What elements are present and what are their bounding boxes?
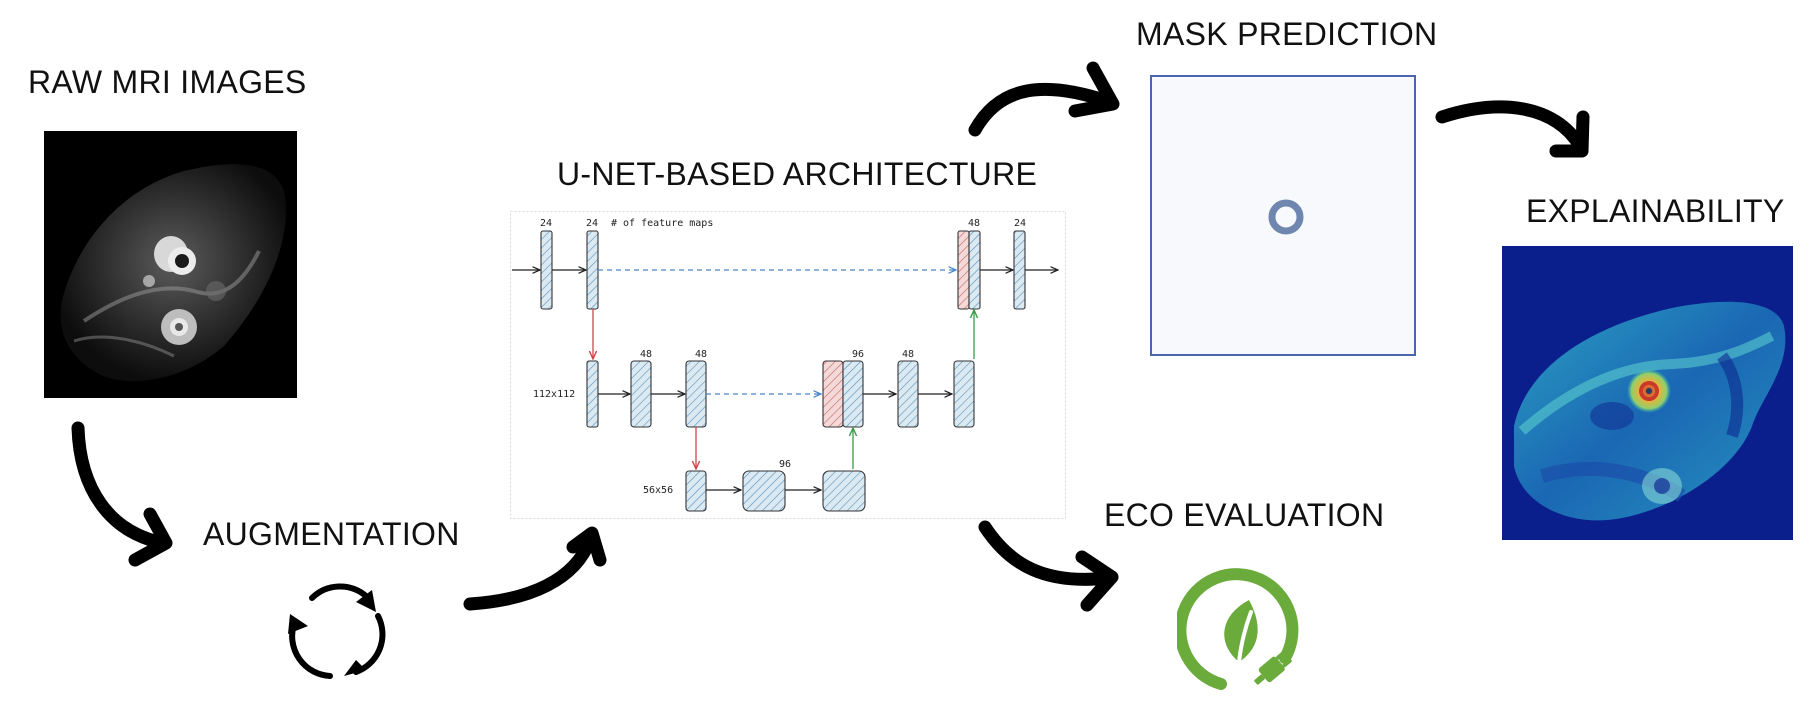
unet-res-56: 56x56 <box>643 485 673 496</box>
unet-diagram: 24 24 # of feature maps 48 24 112x112 48… <box>510 211 1066 519</box>
unet-label-48-mid-a: 48 <box>640 349 652 360</box>
mask-prediction-image <box>1150 75 1416 356</box>
unet-label-48-top: 48 <box>968 218 980 229</box>
cycle-arrows-icon <box>288 583 386 679</box>
raw-mri-title: RAW MRI IMAGES <box>28 64 307 100</box>
unet-label-24-top: 24 <box>1014 218 1026 229</box>
eco-evaluation-title: ECO EVALUATION <box>1104 497 1385 533</box>
explainability-title: EXPLAINABILITY <box>1526 193 1785 229</box>
unet-label-96-mid: 96 <box>852 349 864 360</box>
leaf-plug-icon <box>1177 568 1299 690</box>
raw-mri-image <box>44 131 297 398</box>
architecture-title: U-NET-BASED ARCHITECTURE <box>557 156 1038 192</box>
unet-label-24b: 24 <box>586 218 598 229</box>
augmentation-title: AUGMENTATION <box>203 516 460 552</box>
arrow-raw-to-aug <box>71 421 165 549</box>
arrow-unet-to-eco <box>978 520 1115 586</box>
unet-label-24a: 24 <box>540 218 552 229</box>
unet-label-96-bottom: 96 <box>779 459 791 470</box>
mask-prediction-title: MASK PREDICTION <box>1136 16 1438 52</box>
unet-legend: # of feature maps <box>611 218 713 229</box>
arrow-mask-to-expl <box>1435 100 1587 153</box>
unet-res-112: 112x112 <box>533 389 575 400</box>
arrow-aug-to-unet <box>463 533 597 611</box>
unet-label-48-mid-c: 48 <box>902 349 914 360</box>
unet-label-48-mid-b: 48 <box>695 349 707 360</box>
explainability-heatmap <box>1502 246 1793 540</box>
arrow-unet-to-mask <box>968 82 1117 137</box>
